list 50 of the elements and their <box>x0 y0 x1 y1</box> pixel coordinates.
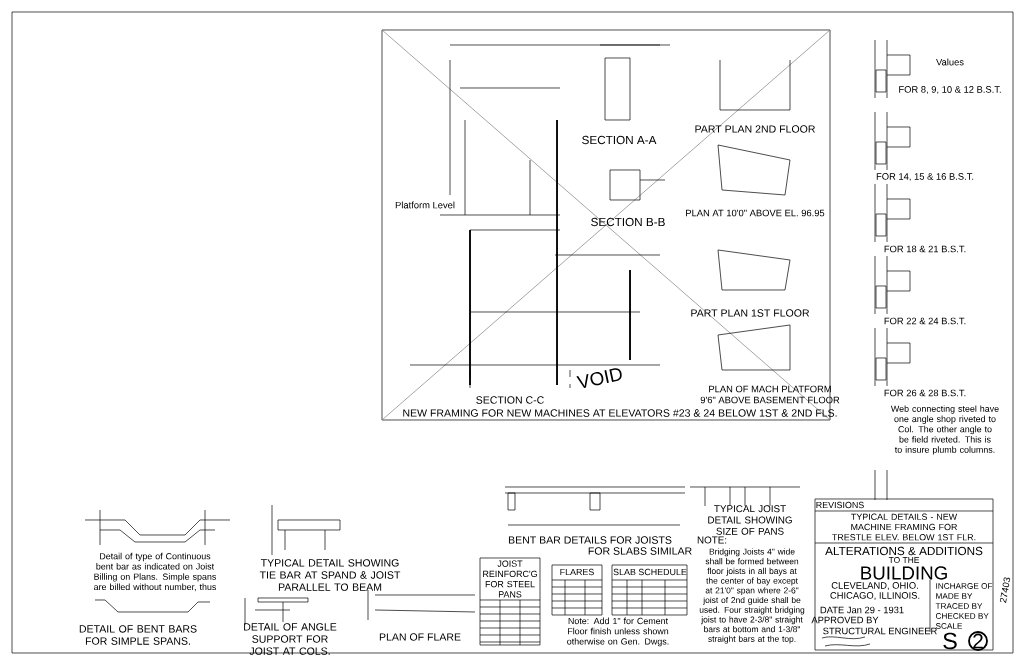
drawing-label: Platform Level <box>395 201 455 209</box>
drawing-label: PLAN AT 10'0" ABOVE EL. 96.95 <box>686 209 825 217</box>
drawing-label: FOR SLABS SIMILAR <box>588 547 692 555</box>
drawing-label: FOR 8, 9, 10 & 12 B.S.T. <box>899 86 1001 94</box>
drawing-label: SECTION B-B <box>591 217 665 227</box>
drawing-label: NOTE: <box>697 536 727 544</box>
drawing-label: 9'6" ABOVE BASEMENT FLOOR <box>700 396 840 404</box>
drawing-label: Detail of type of Continuous bent bar as indicated on Joist Billing on Plans. Simple spans are billed without number, thus <box>94 552 216 592</box>
drawing-label: TO THE <box>888 557 920 563</box>
stamp-text: VOID <box>576 368 622 388</box>
drawing-label: PART PLAN 1ST FLOOR <box>691 309 810 317</box>
drawing-label: Web connecting steel have one angle shop riveted to Col. The other angle to be field riveted. This is to insure plumb columns. <box>890 405 999 455</box>
drawing-label: FOR 14, 15 & 16 B.S.T. <box>876 173 974 181</box>
drawing-label: TYPICAL DETAIL SHOWING TIE BAR AT SPAND & JOIST PARALLEL TO BEAM <box>259 559 401 591</box>
drawing-label: Note: Add 1" for Cement Floor finish unless shown otherwise on Gen. Dwgs. <box>567 617 669 647</box>
drawing-label: Bridging Joists 4" wide shall be formed between floor joists in all bays at the center of bay except at 21'0" span where 2-6" joist of 2nd guide shall be used. Four straight bridging joist to have 2-3/8" straight bars at bottom and 1-3/8" straight bars at the top. <box>699 548 805 644</box>
drawing-label: REVISIONS <box>816 501 864 509</box>
drawing-label: SLAB SCHEDULE <box>613 568 687 576</box>
drawing-label: DATE Jan 29 - 1931 <box>820 606 904 614</box>
sheet-letter: S <box>943 632 957 650</box>
drawing-label: SCALE <box>935 623 963 629</box>
drawing-label: TRACED BY <box>935 603 983 609</box>
drawing-number: 27403 <box>999 577 1011 603</box>
drawing-label: ALTERATIONS & ADDITIONS <box>825 546 983 556</box>
sheet-number: 2 <box>973 633 983 649</box>
drawing-label: SECTION A-A <box>582 135 657 145</box>
drawing-label: APPROVED BY <box>811 616 879 624</box>
drawing-label: DETAIL OF ANGLE SUPPORT FOR JOIST AT COLS. <box>244 623 337 655</box>
drawing-label: Values <box>936 58 964 66</box>
drawing-label: BENT BAR DETAILS FOR JOISTS <box>508 536 672 544</box>
drawing-label: TYPICAL JOIST DETAIL SHOWING SIZE OF PANS <box>708 505 792 535</box>
drawing-label: FOR 26 & 28 B.S.T. <box>884 389 966 397</box>
drawing-label: FLARES <box>560 568 594 576</box>
drawing-label: INCHARGE OF <box>936 583 993 589</box>
drawing-label: MADE BY <box>936 593 973 599</box>
drawing-label: FOR 18 & 21 B.S.T. <box>884 245 966 253</box>
drawing-label: PLAN OF MACH PLATFORM <box>709 385 831 393</box>
drawing-label: DETAIL OF BENT BARS FOR SIMPLE SPANS. <box>79 625 197 645</box>
drawing-label: CHECKED BY <box>935 613 989 619</box>
drawing-label: PART PLAN 2ND FLOOR <box>695 125 815 133</box>
drawing-label: BUILDING <box>861 566 947 580</box>
drawing-label: STRUCTURAL ENGINEER <box>823 627 937 635</box>
drawing-label: SECTION C-C <box>476 396 544 404</box>
drawing-label: PLAN OF FLARE <box>379 633 461 641</box>
drawing-label: NEW FRAMING FOR NEW MACHINES AT ELEVATORS #23 & 24 BELOW 1ST & 2ND FLS. <box>403 409 837 417</box>
drawing-label: JOIST REINFORC'G FOR STEEL PANS <box>483 560 537 598</box>
drawing-label: TYPICAL DETAILS - NEW MACHINE FRAMING FOR TRESTLE ELEV. BELOW 1ST FLR. <box>832 513 976 541</box>
drawing-label: CLEVELAND, OHIO. <box>831 582 918 590</box>
drawing-label: FOR 22 & 24 B.S.T. <box>884 317 966 325</box>
drawing-label: CHICAGO, ILLINOIS. <box>830 592 920 600</box>
